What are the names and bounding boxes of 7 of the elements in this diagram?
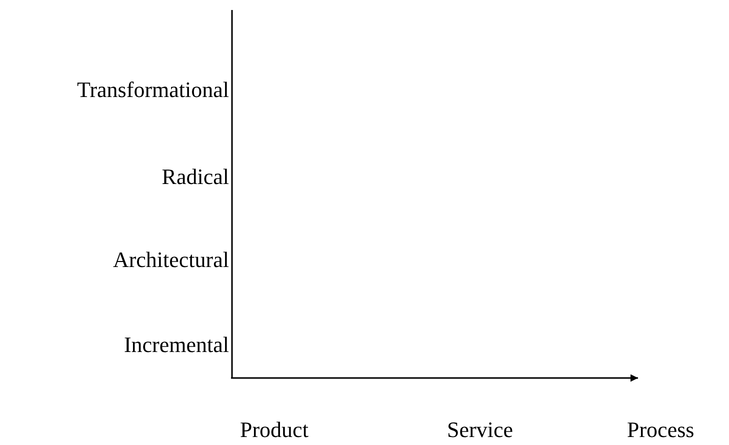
x-axis-label: Service (447, 417, 513, 443)
x-axis-label: Process (627, 417, 694, 443)
y-axis-label: Radical (162, 164, 229, 190)
y-axis-label: Architectural (112, 247, 229, 273)
y-axis-label: Incremental (124, 332, 229, 358)
y-axis-label: Transformational (77, 77, 229, 103)
x-axis-label: Product (240, 417, 308, 443)
